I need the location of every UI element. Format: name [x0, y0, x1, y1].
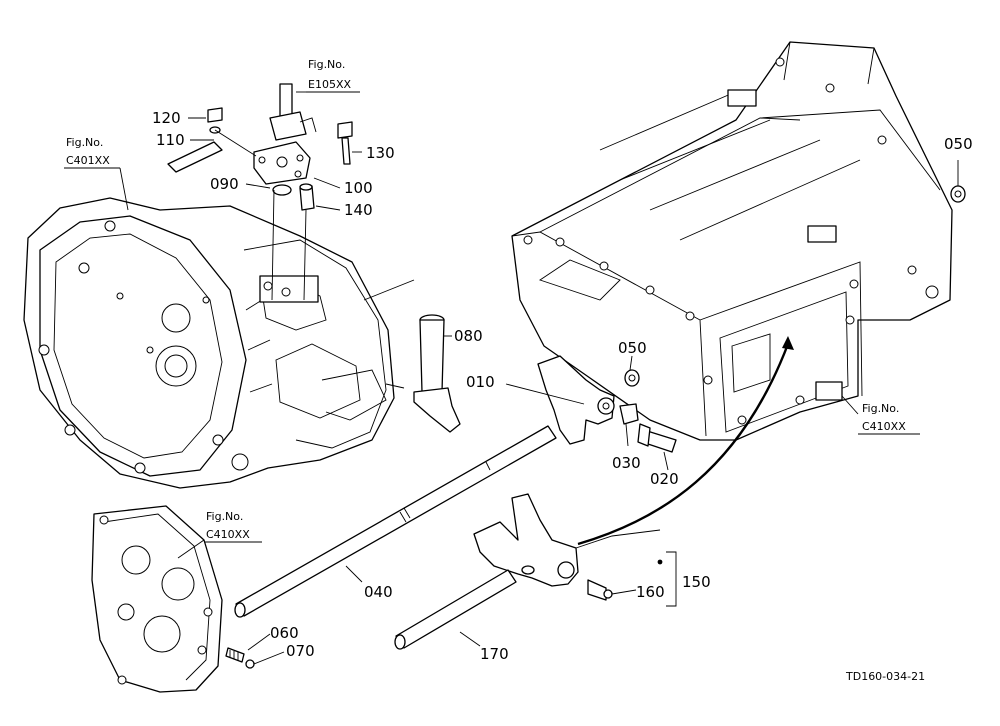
callout-150: 150 [682, 573, 711, 591]
leader-lines [119, 91, 959, 665]
callout-160: 160 [636, 583, 665, 601]
rear-cover [91, 505, 223, 693]
figref-c401: Fig.No. C401XX [64, 136, 120, 169]
shift-fork-150 [473, 493, 661, 601]
figref-e105-code: E105XX [308, 78, 351, 91]
small-fasteners [619, 185, 966, 453]
callout-050-right: 050 [944, 135, 973, 153]
callout-numbers: 120 110 130 090 100 140 080 050 010 050 … [152, 109, 973, 663]
shift-stopper-assembly [167, 83, 353, 301]
drawing-code: TD160-034-21 [845, 670, 925, 683]
figref-c410-right-label: Fig.No. [862, 402, 899, 415]
detent-spring-ball [225, 647, 255, 669]
figref-c410-left: Fig.No. C410XX [204, 510, 262, 543]
callout-140: 140 [344, 201, 373, 219]
callout-150-dot [657, 559, 663, 565]
assembly-arrow-head [782, 336, 794, 350]
figref-c410-right-code: C410XX [862, 420, 906, 433]
callout-100: 100 [344, 179, 373, 197]
callout-150-bracket [666, 551, 677, 607]
callout-060: 060 [270, 624, 299, 642]
callout-020: 020 [650, 470, 679, 488]
callout-080: 080 [454, 327, 483, 345]
figref-c410-left-label: Fig.No. [206, 510, 243, 523]
figref-e105-label: Fig.No. [308, 58, 345, 71]
callout-170: 170 [480, 645, 509, 663]
shift-rod-040 [234, 425, 557, 618]
callout-050-left: 050 [618, 339, 647, 357]
callout-090: 090 [210, 175, 239, 193]
callout-120: 120 [152, 109, 181, 127]
figref-e105: Fig.No. E105XX [306, 58, 360, 93]
callout-030: 030 [612, 454, 641, 472]
figref-c401-label: Fig.No. [66, 136, 103, 149]
shift-rod-170 [394, 569, 517, 650]
callout-110: 110 [156, 131, 185, 149]
front-housing [23, 197, 395, 489]
assembly-arrow [577, 343, 790, 546]
callout-130: 130 [366, 144, 395, 162]
shift-fork-010 [537, 355, 615, 445]
case-bolt-holes [523, 57, 939, 425]
figref-c410-left-code: C410XX [206, 528, 250, 541]
shift-arm [363, 279, 461, 433]
callout-040: 040 [364, 583, 393, 601]
transmission-case [511, 41, 953, 441]
figref-c401-code: C401XX [66, 154, 110, 167]
figref-c410-right: Fig.No. C410XX [858, 402, 920, 435]
callout-010: 010 [466, 373, 495, 391]
callout-070: 070 [286, 642, 315, 660]
